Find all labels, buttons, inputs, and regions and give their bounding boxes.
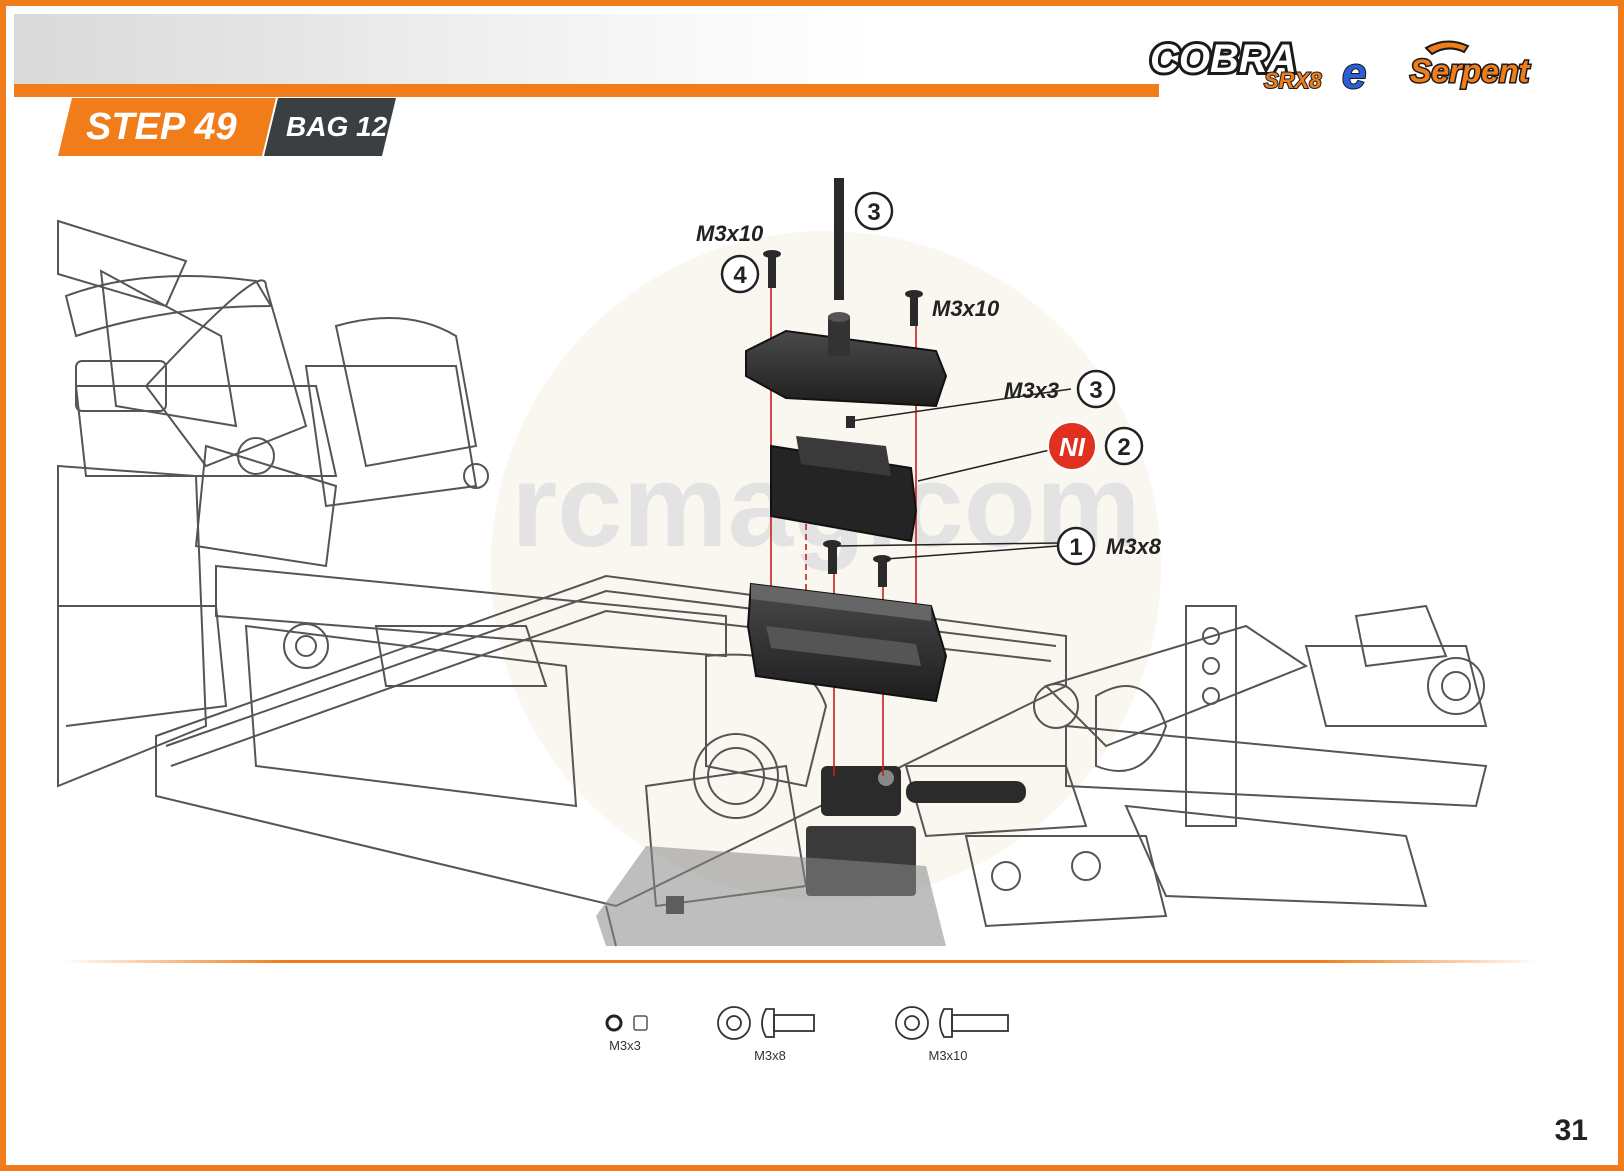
hw-label-m3x3: M3x3 [609,1038,641,1053]
callout-rod: 3 [854,191,894,231]
svg-text:3: 3 [867,199,880,226]
screw-m3x8-b [878,559,887,587]
header-band [14,14,1164,84]
watermark-circle [491,231,1161,901]
bag-label: BAG 12 [286,111,388,142]
serpent-snake-icon [1424,40,1470,56]
svg-text:M3x10: M3x10 [696,221,764,246]
receiver [770,436,918,543]
screw-m3x10-left [768,254,776,288]
screw-m3x8-a [828,544,837,574]
callout-screw-top-left: M3x10 4 [696,221,764,294]
hw-m3x3-icon [605,1014,648,1032]
callout-receiver: NI 2 [1047,421,1144,471]
svg-text:2: 2 [1117,434,1130,461]
svg-text:1: 1 [1069,534,1082,561]
hw-label-m3x10: M3x10 [928,1048,968,1063]
hw-label-m3x8: M3x8 [754,1048,786,1063]
hw-m3x8-icon [717,1006,815,1040]
bag-tab: BAG 12 [264,98,396,156]
page-number: 31 [1554,1114,1588,1147]
svg-text:M3x8: M3x8 [1106,534,1162,559]
brand-e-text: e [1342,49,1366,94]
step-tab: STEP 49 [58,98,276,156]
grub-screw-m3x3 [846,416,855,428]
serpent-logo: Serpent [1409,40,1532,91]
cobra-srx8e-logo: COBRA SRX8 e [1147,34,1367,94]
antenna-tube [834,178,844,300]
svg-text:4: 4 [733,262,747,289]
callout-box-screws: 1 M3x8 [1056,526,1162,566]
svg-text:M3x3: M3x3 [1004,378,1059,403]
step-label: STEP 49 [86,106,237,148]
steering-linkage [596,766,1026,946]
svg-text:3: 3 [1089,377,1102,404]
screw-m3x10-right [910,294,918,326]
receiver-box-lid [745,312,948,408]
hw-m3x10-icon [895,1006,1009,1040]
callout-leaders [835,388,1072,560]
brand-srx8-text: SRX8 [1264,68,1322,93]
receiver-box-lower [746,582,948,703]
callout-grub-screw: M3x3 3 [1004,369,1116,409]
brand-serpent-text: Serpent [1410,53,1530,89]
brand-cobra-text: COBRA [1150,37,1297,81]
assembly-illustration: rcmag.com [57,178,1488,947]
footer-rule [61,960,1541,963]
header-rule [14,84,1159,97]
hardware-legend [605,1006,1009,1040]
not-included-badge: NI [1059,432,1086,462]
callout-screw-top-right: M3x10 [932,296,1000,321]
